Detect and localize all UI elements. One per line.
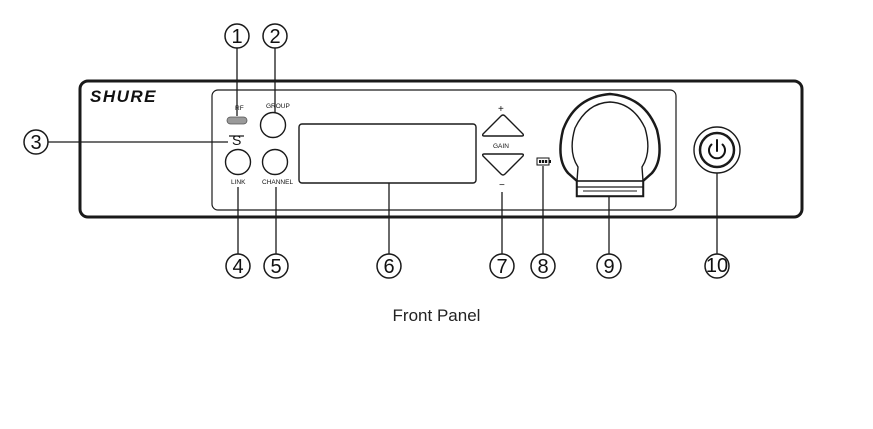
svg-text:7: 7: [496, 256, 507, 278]
group-button[interactable]: [259, 111, 287, 139]
callout-7: 7: [489, 253, 515, 279]
gain-up-button[interactable]: [481, 114, 525, 137]
callout-4: 4: [225, 253, 251, 279]
rf-led: [226, 116, 248, 125]
svg-text:6: 6: [383, 256, 394, 278]
gain-minus-label: −: [499, 180, 505, 191]
svg-text:10: 10: [706, 255, 728, 277]
gain-label: GAIN: [493, 143, 509, 150]
control-panel: [211, 89, 677, 211]
leader-lines: [48, 48, 718, 254]
callout-8: 8: [530, 253, 556, 279]
callout-9: 9: [596, 253, 622, 279]
callout-3: 3: [23, 129, 49, 155]
diagram-caption: Front Panel: [392, 306, 481, 325]
channel-button[interactable]: [261, 148, 289, 176]
callout-5: 5: [263, 253, 289, 279]
battery-bay: [559, 92, 661, 198]
callout-6: 6: [376, 253, 402, 279]
gain-down-button[interactable]: [481, 153, 525, 176]
svg-text:9: 9: [603, 256, 614, 278]
channel-label: CHANNEL: [262, 179, 293, 186]
brand-logo: SHURE: [90, 87, 157, 106]
rf-label: RF: [235, 105, 244, 112]
group-label: GROUP: [266, 103, 290, 110]
link-label: LINK: [231, 179, 246, 186]
lcd-display: [298, 123, 477, 184]
svg-text:4: 4: [232, 256, 243, 278]
svg-text:2: 2: [269, 26, 280, 48]
gain-plus-label: +: [498, 104, 504, 115]
svg-text:8: 8: [537, 256, 548, 278]
battery-icon: [536, 157, 551, 166]
callout-2: 2: [262, 23, 288, 49]
chassis-outline: [78, 79, 804, 219]
ir-sync-icon: S: [232, 132, 241, 148]
callout-1: 1: [224, 23, 250, 49]
callout-10: 10: [704, 253, 730, 279]
svg-text:1: 1: [231, 26, 242, 48]
link-button[interactable]: [224, 148, 252, 176]
power-icon: [708, 139, 726, 160]
svg-text:5: 5: [270, 256, 281, 278]
svg-text:3: 3: [30, 132, 41, 154]
